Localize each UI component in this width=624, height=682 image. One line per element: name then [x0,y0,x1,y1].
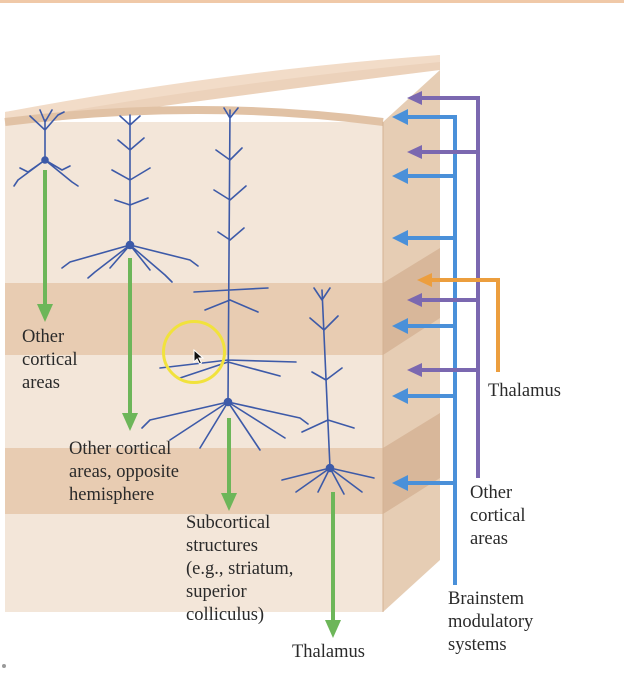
output-arrows [37,170,341,638]
neuron-4 [281,287,375,495]
brainstem-arrows [392,109,457,585]
cortical-input-arrows [407,91,480,478]
top-border [0,0,624,3]
label-other-cortical-areas-right: Other cortical areas [470,483,526,549]
cursor-highlight-ring [162,320,226,384]
label-thalamus-bottom: Thalamus [292,642,365,662]
neuron-1 [13,109,79,187]
slab-side-band-2 [383,413,440,514]
layer-band-2 [5,448,383,514]
label-subcortical: Subcortical structures (e.g., striatum, … [186,513,294,625]
thalamus-input-arrow [417,273,500,372]
label-brainstem: Brainstem modulatory systems [448,589,534,655]
cursor-icon [193,349,205,365]
corner-dot [2,664,6,668]
label-other-cortical-opposite: Other cortical areas, opposite hemispher… [69,439,179,505]
label-other-cortical-areas-left: Other cortical areas [22,327,78,393]
label-thalamus-right: Thalamus [488,381,561,401]
neuron-2 [61,114,199,283]
